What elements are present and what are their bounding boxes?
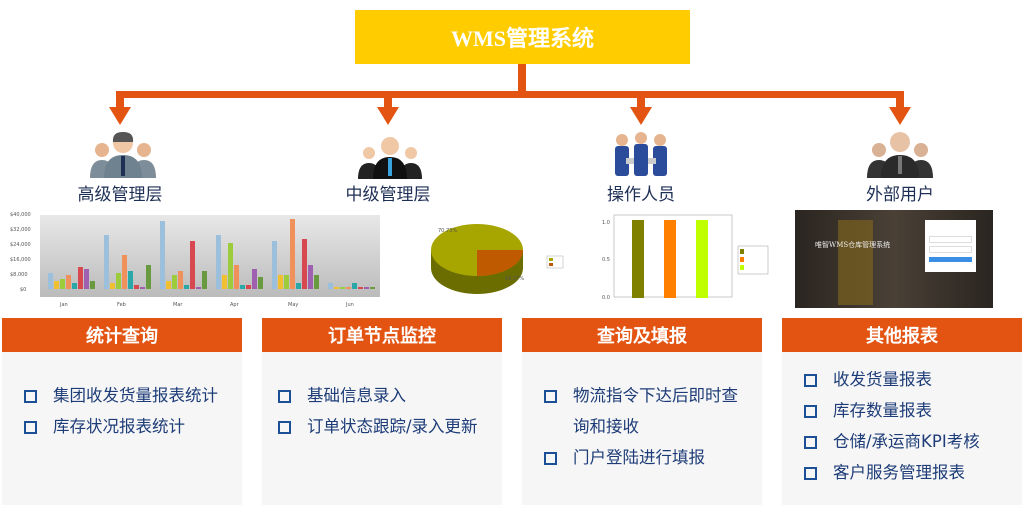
thumbnail-bar [246, 285, 251, 289]
square-bullet-icon [804, 405, 817, 418]
managers-icon [358, 137, 422, 179]
thumbnail-bar [90, 281, 95, 289]
thumbnail-bar [190, 241, 195, 289]
thumbnail-bar [140, 287, 145, 289]
role-label: 高级管理层 [77, 185, 163, 205]
thumbnail-bar [128, 271, 133, 289]
thumbnail-bar [308, 265, 313, 289]
thumbnail-bar [84, 269, 89, 289]
thumbnail-bar [104, 235, 109, 289]
list-item: 门户登陆进行填报 [544, 442, 762, 473]
square-bullet-icon [804, 374, 817, 387]
square-bullet-icon [804, 467, 817, 480]
list-item: 集团收发货量报表统计 [24, 380, 242, 411]
section-header-statistics: 统计查询 [2, 318, 242, 352]
login-page-thumbnail: 唯智WMS仓库管理系统 [795, 210, 993, 308]
thumbnail-bar [122, 255, 127, 289]
thumbnail-bar [222, 275, 227, 289]
system-title: WMS管理系统 [355, 10, 690, 64]
list-item: 订单状态跟踪/录入更新 [278, 411, 502, 442]
list-item: 库存状况报表统计 [24, 411, 242, 442]
thumbnail-bar [290, 219, 295, 289]
status-bar-chart-thumbnail: 1.0 0.5 0.0 [598, 210, 773, 308]
thumbnail-bar [54, 281, 59, 289]
thumbnail-bar [196, 287, 201, 289]
square-bullet-icon [544, 390, 557, 403]
thumbnail-bar [228, 243, 233, 289]
thumbnail-bar [166, 281, 171, 289]
square-bullet-icon [278, 390, 291, 403]
list-item: 基础信息录入 [278, 380, 502, 411]
square-bullet-icon [804, 436, 817, 449]
thumbnail-bar [278, 275, 283, 289]
role-label: 操作人员 [607, 185, 675, 205]
thumbnail-bar [48, 273, 53, 289]
section-panel: 基础信息录入 订单状态跟踪/录入更新 [262, 352, 502, 505]
thumbnail-bar [240, 285, 245, 289]
square-bullet-icon [278, 421, 291, 434]
thumbnail-bar [346, 287, 351, 289]
list-item: 仓储/承运商KPI考核 [804, 426, 1022, 457]
section-header-other-reports: 其他报表 [782, 318, 1022, 352]
thumbnail-bar [340, 287, 345, 289]
thumbnail-bar [184, 285, 189, 289]
thumbnail-bar [78, 267, 83, 289]
thumbnail-bar [66, 275, 71, 289]
section-header-query-fill: 查询及填报 [522, 318, 762, 352]
thumbnail-bar [178, 271, 183, 289]
square-bullet-icon [24, 421, 37, 434]
external-users-icon [867, 132, 933, 178]
list-item: 收发货量报表 [804, 364, 1022, 395]
thumbnail-bar [172, 275, 177, 289]
role-label: 中级管理层 [345, 185, 431, 205]
thumbnail-bar [352, 283, 357, 289]
hierarchy-arrows [109, 64, 911, 125]
thumbnail-bar [146, 265, 151, 289]
list-item: 库存数量报表 [804, 395, 1022, 426]
thumbnail-bar [134, 285, 139, 289]
bar-chart-thumbnail: $40,000 $32,000 $24,000 $16,000 $8,000 $… [10, 210, 385, 308]
thumbnail-bar [302, 239, 307, 289]
thumbnail-bar [202, 271, 207, 289]
role-label: 外部用户 [866, 185, 934, 205]
thumbnail-bar [110, 283, 115, 289]
thumbnail-bar [72, 283, 77, 289]
square-bullet-icon [544, 452, 557, 465]
thumbnail-bar [284, 275, 289, 289]
thumbnail-bar [258, 277, 263, 289]
square-bullet-icon [24, 390, 37, 403]
thumbnail-bar [234, 265, 239, 289]
workers-icon [615, 132, 667, 176]
thumbnail-bar [116, 273, 121, 289]
thumbnail-bar [216, 235, 221, 289]
list-item: 客户服务管理报表 [804, 457, 1022, 488]
pie-chart-thumbnail: 70.73% 29.27% [425, 210, 575, 308]
thumbnail-bar [314, 275, 319, 289]
thumbnail-bar [364, 287, 369, 289]
thumbnail-bar [252, 269, 257, 289]
thumbnail-bar [160, 221, 165, 289]
thumbnail-bar [272, 241, 277, 289]
thumbnail-bar [60, 279, 65, 289]
section-panel: 收发货量报表 库存数量报表 仓储/承运商KPI考核 客户服务管理报表 [782, 352, 1022, 505]
thumbnail-bar [296, 283, 301, 289]
list-item: 物流指令下达后即时查询和接收 [544, 380, 762, 442]
thumbnail-bar [328, 283, 333, 289]
section-panel: 物流指令下达后即时查询和接收 门户登陆进行填报 [522, 352, 762, 505]
section-panel: 集团收发货量报表统计 库存状况报表统计 [2, 352, 242, 505]
thumbnail-bar [370, 287, 375, 289]
thumbnail-bar [334, 287, 339, 289]
section-header-order-monitoring: 订单节点监控 [262, 318, 502, 352]
executives-icon [90, 132, 156, 178]
thumbnail-bar [358, 287, 363, 289]
